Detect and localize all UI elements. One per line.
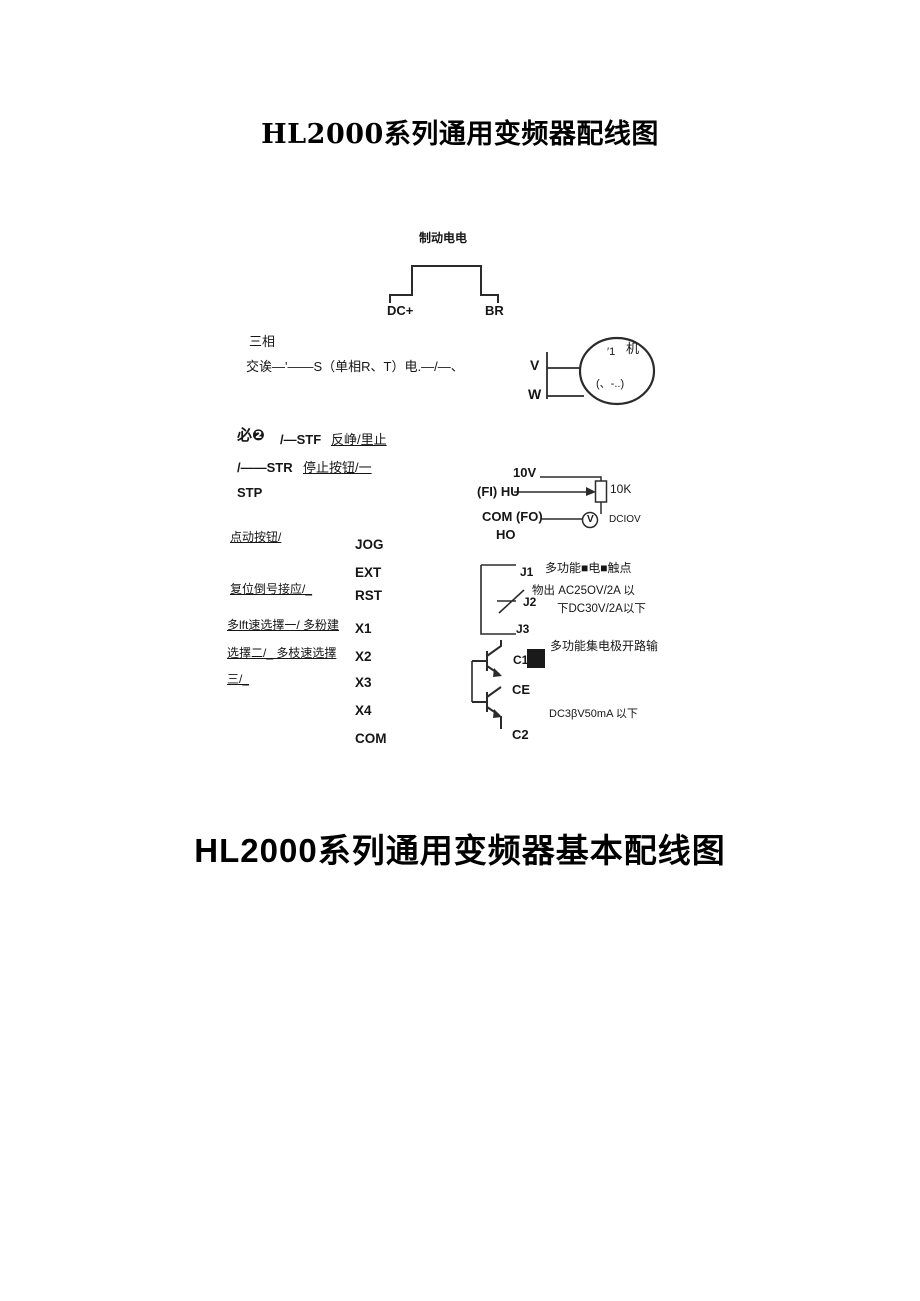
pot-value-label: 10K [610,482,632,496]
oc-note-2: DC3βV50mA 以下 [549,708,638,720]
wiper-arrow-icon [586,487,596,496]
stf-note: 反峥/里止 [331,432,387,447]
x3-note: 三/_ [227,672,250,686]
page-title-secondary: HL2000系列通用变频器基本配线图 [194,832,726,869]
motor-scribble-bottom: (、-..) [596,378,625,390]
motor-label: 机 [626,341,640,356]
terminal-x2: X2 [355,649,372,664]
voltmeter-label: V [587,514,594,525]
c1-dark-block [527,649,545,668]
terminal-x3: X3 [355,675,372,690]
terminal-ext: EXT [355,565,382,580]
brake-resistor-label: 制动电电 [419,231,468,245]
terminal-x4: X4 [355,703,372,718]
terminal-ce: CE [512,682,531,697]
rst-note: 复位倒号接应/_ [230,582,313,596]
terminal-ho: HO [496,527,516,542]
terminal-com: COM [355,731,387,746]
relay-note-1: 多功能■电■触点 [545,561,632,575]
terminal-x1: X1 [355,621,372,636]
page-title-main: HL2000系列通用变频器配线图 [261,119,659,150]
terminal-str: /——STR [237,460,293,475]
terminal-j2: J2 [523,595,537,609]
jog-note: 点动按钮/ [230,530,282,544]
terminal-c1: C1 [513,653,529,667]
terminal-j1: J1 [520,565,534,579]
terminal-j3: J3 [516,622,530,636]
terminal-fi-hu: (FI) HU [477,484,520,499]
voltmeter-note: DCIOV [609,514,641,525]
terminal-stp: STP [237,485,263,500]
open-collector-symbol [471,640,545,729]
terminal-10v: 10V [513,465,537,480]
relay-note-2: 物出 AC25OV/2A 以 [532,585,635,597]
brake-resistor-symbol [389,265,499,303]
terminal-dc-plus: DC+ [387,303,414,318]
terminal-jog: JOG [355,537,384,552]
power-input-line: 交诶—'——S（单相R、T）电.—/—、 [246,359,464,374]
terminal-stf: /—STF [280,432,322,447]
terminal-com-fo: COM (FO) [482,509,543,524]
relay-note-3: 下DC30V/2A以下 [557,603,646,615]
terminal-v: V [530,357,540,373]
terminal-c2: C2 [512,727,529,742]
oc-note-1: 多功能集电极开路输 [550,639,659,653]
terminal-rst: RST [355,588,382,603]
x2-note: 选擇二/_ 多枝速选擇 [227,646,337,660]
run-cmd-prefix: 必❷ [237,427,265,444]
motor-scribble-top: ′1 [607,346,616,358]
terminal-br: BR [485,303,504,318]
str-note: 停止按钮/一 [303,460,372,475]
terminal-w: W [528,386,542,402]
three-phase-label: 三相 [249,334,276,349]
x1-note: 多lft速选擇一/ 多粉建 [227,618,340,632]
